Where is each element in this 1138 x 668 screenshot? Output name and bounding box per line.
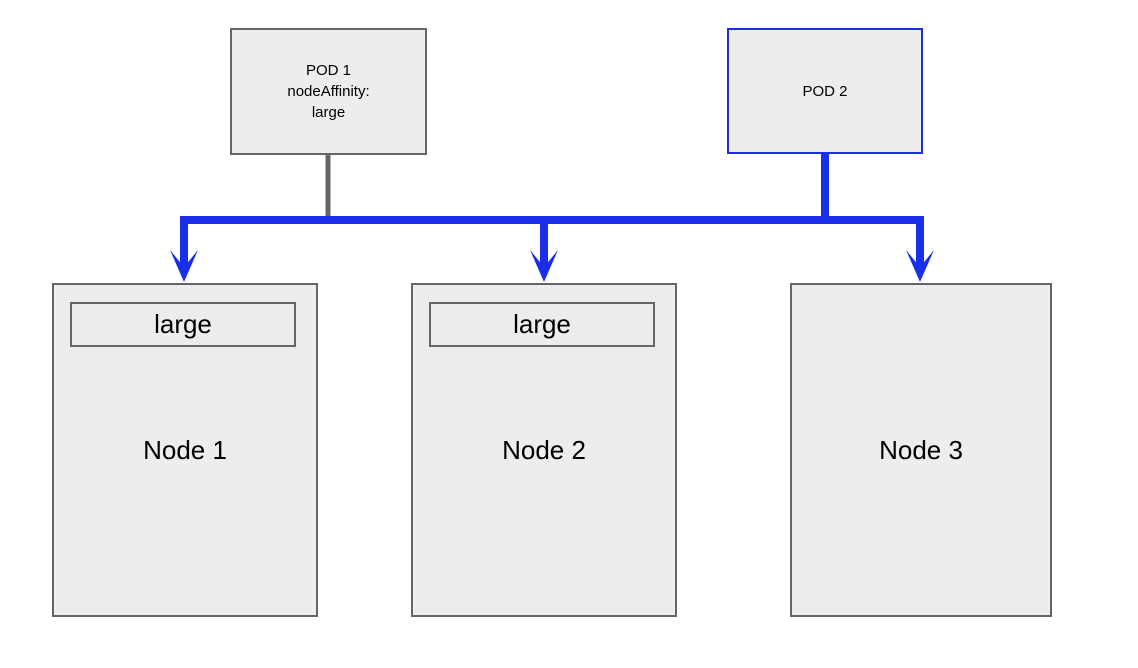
pod1-label-line2: nodeAffinity:	[287, 83, 370, 100]
pod2-connector-tree	[180, 153, 924, 268]
node1-affinity-tag: large	[70, 302, 296, 347]
arrowhead-down-icon-node1	[170, 250, 198, 282]
node2-tag-label: large	[513, 309, 571, 339]
node1-tag-label: large	[154, 309, 212, 339]
arrowhead-down-icon-node3	[906, 250, 934, 282]
pod1-label-line3: large	[311, 104, 346, 121]
node3-box: Node 3	[790, 283, 1052, 617]
node1-box: large Node 1	[52, 283, 318, 617]
pod2-label: POD 2	[802, 82, 848, 100]
node3-label: Node 3	[879, 434, 963, 465]
node2-box: large Node 2	[411, 283, 677, 617]
node2-label: Node 2	[502, 434, 586, 465]
pod1-box: POD 1 nodeAffinity: large	[230, 28, 427, 155]
arrowhead-down-icon-node2	[530, 250, 558, 282]
node2-affinity-tag: large	[429, 302, 655, 347]
pod1-label: POD 1 nodeAffinity: large	[287, 60, 369, 123]
pod2-box: POD 2	[727, 28, 923, 154]
pod1-label-line1: POD 1	[305, 62, 351, 79]
node1-label: Node 1	[143, 434, 227, 465]
